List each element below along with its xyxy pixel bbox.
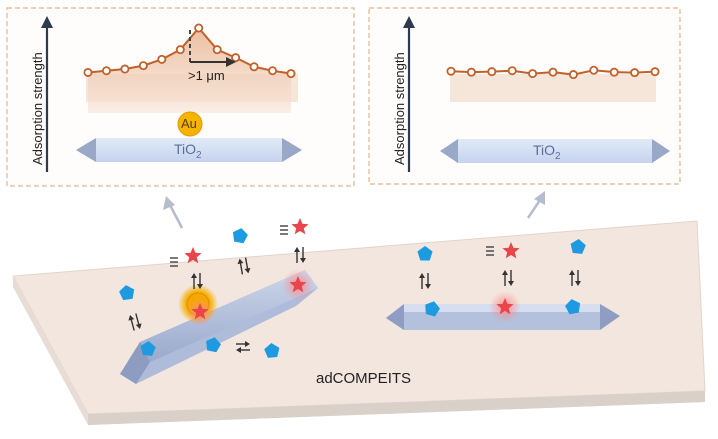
platform-left-face xyxy=(13,276,88,425)
right-y-axis-arrowhead xyxy=(403,16,415,28)
exchange-arrow-pair xyxy=(294,247,306,263)
star-molecule xyxy=(496,298,514,315)
bond-mark xyxy=(280,225,288,235)
right-profile-point xyxy=(528,69,538,79)
left-profile-point xyxy=(101,66,111,76)
right-tio2-rod xyxy=(440,139,670,163)
molecule-pentagon xyxy=(119,285,135,301)
star-molecule xyxy=(191,303,209,320)
scale-arrowhead xyxy=(226,57,236,67)
molecule-pentagon xyxy=(232,228,248,244)
left-profile-point xyxy=(120,64,130,74)
molecule-pentagon xyxy=(565,299,581,315)
bond-mark xyxy=(170,257,178,267)
exchange-arrow-pair xyxy=(419,273,431,289)
star-molecule xyxy=(184,247,202,264)
left-profile-points xyxy=(83,23,296,79)
star-molecule xyxy=(502,242,520,259)
star-molecules xyxy=(184,218,520,320)
right-profile-point xyxy=(548,67,558,77)
exchange-arrows xyxy=(128,247,581,353)
left-panel xyxy=(6,7,355,187)
right-profile-point xyxy=(466,67,476,77)
left-profile-point xyxy=(286,69,296,79)
left-profile-point xyxy=(268,66,278,76)
exchange-arrow-pair xyxy=(191,273,203,289)
right-profile-point xyxy=(487,67,497,77)
exchange-arrow-pair xyxy=(128,313,142,331)
left-profile-point xyxy=(138,61,148,71)
right-panel xyxy=(368,7,681,185)
left-profile-point xyxy=(231,53,241,63)
exchange-arrow-pair xyxy=(236,341,250,353)
molecule-pentagon xyxy=(206,337,221,353)
exchange-arrow-pair xyxy=(502,270,514,286)
left-profile-point xyxy=(194,23,204,33)
star-molecule xyxy=(289,276,307,293)
left-profile-point xyxy=(175,45,185,55)
right-profile-point xyxy=(589,65,599,75)
right-profile-point xyxy=(446,66,456,76)
bond-marks xyxy=(170,225,494,267)
exchange-arrow-pair xyxy=(569,270,581,286)
molecule-pentagons xyxy=(119,228,586,358)
left-profile-area xyxy=(88,28,291,113)
bond-mark xyxy=(486,246,494,256)
left-tio2-rod xyxy=(76,138,302,162)
right-profile-point xyxy=(507,66,517,76)
right-profile-band xyxy=(450,74,656,102)
star-molecule xyxy=(291,218,309,235)
exchange-arrow-pair xyxy=(237,257,251,275)
left-y-axis-arrowhead xyxy=(41,16,53,28)
molecule-pentagon xyxy=(417,246,433,261)
right-profile-point xyxy=(609,67,619,77)
right-profile-point xyxy=(630,68,640,78)
left-profile-point xyxy=(249,62,259,72)
molecule-pentagon xyxy=(425,301,440,317)
adcompeits-platform xyxy=(12,220,706,425)
platform-front-face xyxy=(88,391,705,425)
left-profile-point xyxy=(83,67,93,77)
right-profile-point xyxy=(650,67,660,77)
au-particle xyxy=(177,111,203,137)
pointer-arrows xyxy=(163,191,545,229)
molecule-pentagon xyxy=(264,343,280,358)
molecule-pentagon xyxy=(570,239,586,254)
right-profile-points xyxy=(446,65,660,80)
molecule-pentagon xyxy=(140,341,156,356)
right-profile-point xyxy=(568,70,578,80)
left-profile-point xyxy=(157,54,167,64)
left-profile-point xyxy=(212,45,222,55)
